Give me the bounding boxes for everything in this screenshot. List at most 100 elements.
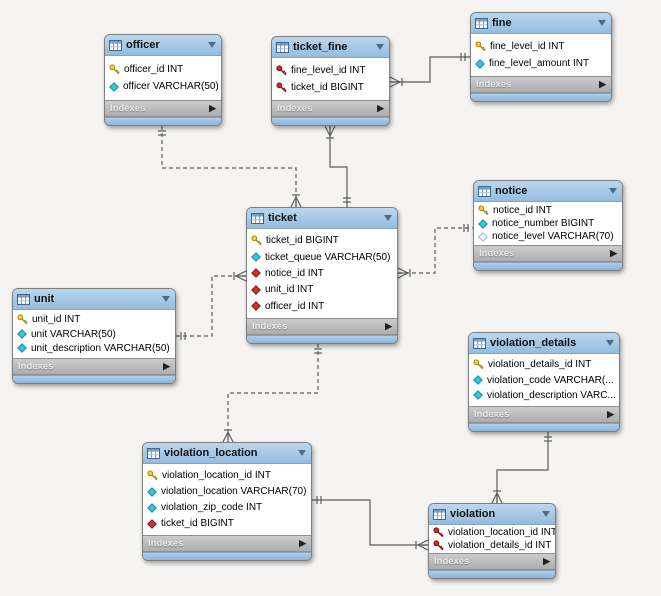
column-row[interactable]: violation_code VARCHAR(... xyxy=(469,375,619,386)
table-header[interactable]: unit xyxy=(13,289,175,310)
table-title: violation xyxy=(450,508,496,520)
primary-key-icon xyxy=(17,314,28,325)
indexes-section[interactable]: Indexes ▶ xyxy=(105,100,221,117)
chevron-down-icon[interactable] xyxy=(298,450,306,456)
column-row[interactable]: ticket_id BIGINT xyxy=(272,82,389,93)
indexes-label: Indexes xyxy=(18,361,54,372)
indexes-section[interactable]: Indexes ▶ xyxy=(469,406,619,423)
column-row[interactable]: notice_id INT xyxy=(474,205,622,216)
table-header[interactable]: officer xyxy=(105,35,221,56)
column-row[interactable]: violation_location_id INT xyxy=(143,470,311,481)
table-columns: fine_level_id INT fine_level_amount INT xyxy=(471,34,611,76)
column-row[interactable]: violation_location_id INT xyxy=(429,527,555,538)
column-row[interactable]: unit_id INT xyxy=(247,284,397,295)
column-row[interactable]: notice_id INT xyxy=(247,268,397,279)
table-header[interactable]: notice xyxy=(474,181,622,202)
table-violation_details[interactable]: violation_details violation_details_id I… xyxy=(468,332,620,432)
table-header[interactable]: violation_details xyxy=(469,333,619,354)
column-text: notice_id INT xyxy=(265,267,324,279)
column-text: officer_id INT xyxy=(265,300,325,312)
table-header[interactable]: violation_location xyxy=(143,443,311,464)
column-text: notice_number BIGINT xyxy=(492,218,595,229)
column-row[interactable]: fine_level_amount INT xyxy=(471,58,611,69)
column-row[interactable]: officer_id INT xyxy=(105,64,221,75)
column-icon xyxy=(147,486,157,497)
indexes-section[interactable]: Indexes ▶ xyxy=(143,535,311,552)
column-row[interactable]: fine_level_id INT xyxy=(272,65,389,76)
column-row[interactable]: fine_level_id INT xyxy=(471,41,611,52)
column-row[interactable]: ticket_id BIGINT xyxy=(247,235,397,246)
column-row[interactable]: notice_number BIGINT xyxy=(474,218,622,229)
table-notice[interactable]: notice notice_id INT notice_number BIGINT… xyxy=(473,180,623,271)
column-text: fine_level_id INT xyxy=(490,41,565,52)
column-row[interactable]: violation_details_id INT xyxy=(429,540,555,551)
indexes-section[interactable]: Indexes ▶ xyxy=(13,358,175,375)
column-row[interactable]: ticket_queue VARCHAR(50) xyxy=(247,252,397,263)
expand-right-icon[interactable]: ▶ xyxy=(163,361,170,371)
column-row[interactable]: officer VARCHAR(50) xyxy=(105,81,221,92)
table-header[interactable]: violation xyxy=(429,504,555,525)
expand-right-icon[interactable]: ▶ xyxy=(607,409,614,419)
column-icon xyxy=(478,218,488,229)
column-row[interactable]: unit_description VARCHAR(50) xyxy=(13,343,175,354)
indexes-label: Indexes xyxy=(148,538,184,549)
column-row[interactable]: violation_zip_code INT xyxy=(143,502,311,513)
table-fine[interactable]: fine fine_level_id INT fine_level_amount … xyxy=(470,12,612,102)
column-icon xyxy=(17,343,27,354)
table-officer[interactable]: officer officer_id INT officer VARCHAR(50… xyxy=(104,34,222,126)
column-text: violation_location VARCHAR(70) xyxy=(161,486,307,497)
relationship-violation_details-violation[interactable] xyxy=(496,432,549,503)
indexes-section[interactable]: Indexes ▶ xyxy=(272,100,389,117)
column-text: officer_id INT xyxy=(124,63,184,75)
indexes-label: Indexes xyxy=(476,79,512,90)
indexes-label: Indexes xyxy=(474,409,510,420)
chevron-down-icon[interactable] xyxy=(609,188,617,194)
column-row[interactable]: ticket_id BIGINT xyxy=(143,518,311,529)
relationship-ticket-violation_location[interactable] xyxy=(227,344,319,442)
table-violation_location[interactable]: violation_location violation_location_id… xyxy=(142,442,312,561)
relationship-ticket_fine-ticket[interactable] xyxy=(329,126,348,207)
relationship-unit-ticket[interactable] xyxy=(176,275,246,337)
expand-right-icon[interactable]: ▶ xyxy=(599,79,606,89)
chevron-down-icon[interactable] xyxy=(162,296,170,302)
table-title: officer xyxy=(126,39,160,51)
chevron-down-icon[interactable] xyxy=(606,340,614,346)
table-ticket[interactable]: ticket ticket_id BIGINT ticket_queue VARC… xyxy=(246,207,398,344)
expand-right-icon[interactable]: ▶ xyxy=(209,103,216,113)
expand-right-icon[interactable]: ▶ xyxy=(543,556,550,566)
indexes-section[interactable]: Indexes ▶ xyxy=(247,318,397,335)
indexes-section[interactable]: Indexes ▶ xyxy=(429,553,555,570)
column-row[interactable]: notice_level VARCHAR(70) xyxy=(474,231,622,242)
table-header[interactable]: ticket_fine xyxy=(272,37,389,58)
chevron-down-icon[interactable] xyxy=(208,42,216,48)
expand-right-icon[interactable]: ▶ xyxy=(299,538,306,548)
chevron-down-icon[interactable] xyxy=(598,20,606,26)
column-text: violation_location_id INT xyxy=(448,527,555,539)
table-icon xyxy=(478,185,491,197)
expand-right-icon[interactable]: ▶ xyxy=(610,248,617,258)
chevron-down-icon[interactable] xyxy=(384,215,392,221)
expand-right-icon[interactable]: ▶ xyxy=(385,321,392,331)
column-row[interactable]: violation_location VARCHAR(70) xyxy=(143,486,311,497)
column-row[interactable]: officer_id INT xyxy=(247,301,397,312)
chevron-down-icon[interactable] xyxy=(376,44,384,50)
column-row[interactable]: unit VARCHAR(50) xyxy=(13,329,175,340)
foreign-key-icon xyxy=(251,268,261,279)
table-footer-strip xyxy=(429,570,555,578)
column-row[interactable]: violation_details_id INT xyxy=(469,359,619,370)
table-header[interactable]: fine xyxy=(471,13,611,34)
relationship-ticket_fine-fine[interactable] xyxy=(390,56,470,83)
indexes-section[interactable]: Indexes ▶ xyxy=(474,245,622,262)
relationship-ticket-notice[interactable] xyxy=(398,227,473,274)
column-row[interactable]: violation_description VARC... xyxy=(469,390,619,401)
table-unit[interactable]: unit unit_id INT unit VARCHAR(50) unit_des… xyxy=(12,288,176,384)
table-ticket_fine[interactable]: ticket_fine fine_level_id INT ticket_id B… xyxy=(271,36,390,126)
relationship-violation_location-violation[interactable] xyxy=(312,499,428,546)
column-row[interactable]: unit_id INT xyxy=(13,314,175,325)
chevron-down-icon[interactable] xyxy=(542,511,550,517)
expand-right-icon[interactable]: ▶ xyxy=(377,103,384,113)
relationship-officer-ticket[interactable] xyxy=(161,126,297,207)
indexes-section[interactable]: Indexes ▶ xyxy=(471,76,611,93)
table-header[interactable]: ticket xyxy=(247,208,397,229)
